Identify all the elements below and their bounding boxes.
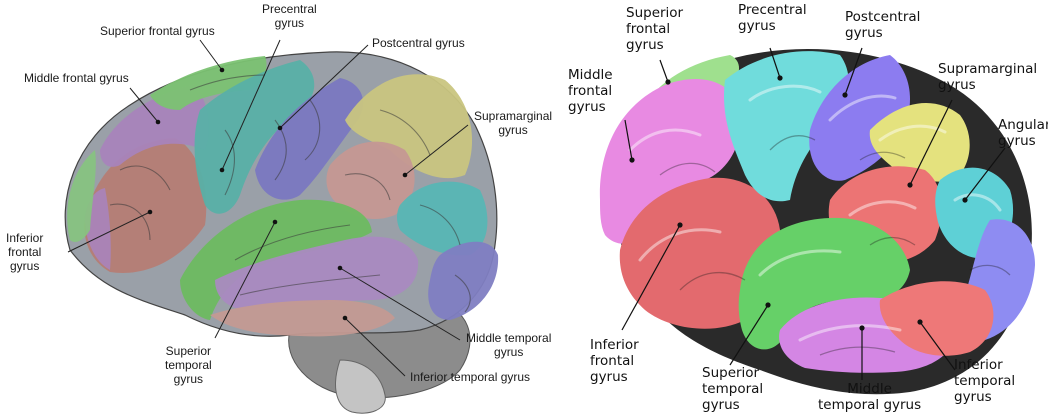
label-left-postcentral: Postcentral gyrus <box>372 36 465 50</box>
left-region-superior-frontal-front <box>67 150 96 242</box>
left-brainstem <box>335 359 386 414</box>
leader-right-inferior-frontal <box>621 224 681 331</box>
label-right-precentral: Precentral gyrus <box>738 2 807 34</box>
left-leader-dots <box>147 67 408 321</box>
left-brain <box>64 51 499 414</box>
leader-left-superior-temporal <box>214 221 276 339</box>
label-right-angular: Angular gyrus <box>998 117 1048 149</box>
label-left-inferior-temporal: Inferior temporal gyrus <box>410 370 531 384</box>
left-region-angular <box>397 181 488 256</box>
left-leader-lines <box>67 39 469 377</box>
leader-left-supramarginal <box>404 124 469 176</box>
leader-left-middle-temporal <box>339 267 461 341</box>
right-leader-lines <box>621 47 1006 380</box>
leader-right-inferior-temporal <box>919 321 956 371</box>
left-region-inferior-frontal <box>84 138 207 273</box>
leader-right-postcentral <box>844 47 863 96</box>
leader-right-superior-frontal <box>659 59 669 83</box>
leader-left-inferior-frontal <box>67 211 151 253</box>
label-right-supramarginal: Supramarginal gyrus <box>938 61 1038 93</box>
label-left-precentral: Precentral gyrus <box>262 2 317 30</box>
left-region-supramarginal <box>345 74 473 179</box>
leader-right-middle-frontal <box>624 119 633 161</box>
label-right-superior-frontal: Superior frontal gyrus <box>626 5 684 53</box>
left-region-superior-frontal <box>150 56 267 110</box>
label-right-superior-temporal: Superior temporal gyrus <box>702 365 764 413</box>
left-region-inferior-temporal <box>210 300 395 337</box>
leader-left-middle-frontal <box>129 87 159 123</box>
label-right-postcentral: Postcentral gyrus <box>845 9 921 41</box>
label-right-middle-temporal: Middle temporal gyrus <box>818 381 922 413</box>
leader-left-precentral <box>221 39 281 171</box>
right-region-inferior-temporal <box>879 281 994 356</box>
right-region-superior-temporal <box>738 217 910 350</box>
leader-left-superior-frontal <box>199 39 223 71</box>
right-region-middle-frontal <box>599 79 741 244</box>
leader-right-supramarginal <box>909 99 953 186</box>
label-left-superior-temporal: Superior temporal gyrus <box>165 344 212 386</box>
right-gyri-shading <box>628 84 1002 342</box>
right-region-supramarginal <box>869 103 970 182</box>
label-left-middle-frontal: Middle frontal gyrus <box>24 71 129 85</box>
leader-left-postcentral <box>279 44 369 129</box>
left-region-middle-temporal <box>215 236 419 311</box>
label-left-supramarginal: Supramarginal gyrus <box>474 109 553 137</box>
label-right-middle-frontal: Middle frontal gyrus <box>568 67 613 115</box>
right-region-precentral <box>724 51 849 202</box>
label-left-inferior-frontal: Inferior frontal gyrus <box>6 231 44 273</box>
left-region-occipital <box>428 241 499 320</box>
label-right-inferior-temporal: Inferior temporal gyrus <box>954 357 1016 405</box>
label-left-superior-frontal: Superior frontal gyrus <box>100 24 215 38</box>
right-brain <box>599 49 1035 395</box>
label-right-inferior-frontal: Inferior frontal gyrus <box>590 337 639 385</box>
leader-right-precentral <box>769 47 781 79</box>
right-leader-dots <box>629 75 968 331</box>
left-region-parietal-pink <box>326 141 415 219</box>
leader-right-superior-temporal <box>729 304 769 366</box>
leader-right-angular <box>964 147 1006 201</box>
right-gyri-creases <box>659 135 1011 356</box>
label-left-middle-temporal: Middle temporal gyrus <box>466 331 552 359</box>
left-region-precentral <box>194 60 315 214</box>
leader-left-inferior-temporal <box>344 317 406 377</box>
left-sulci-texture <box>109 74 471 313</box>
